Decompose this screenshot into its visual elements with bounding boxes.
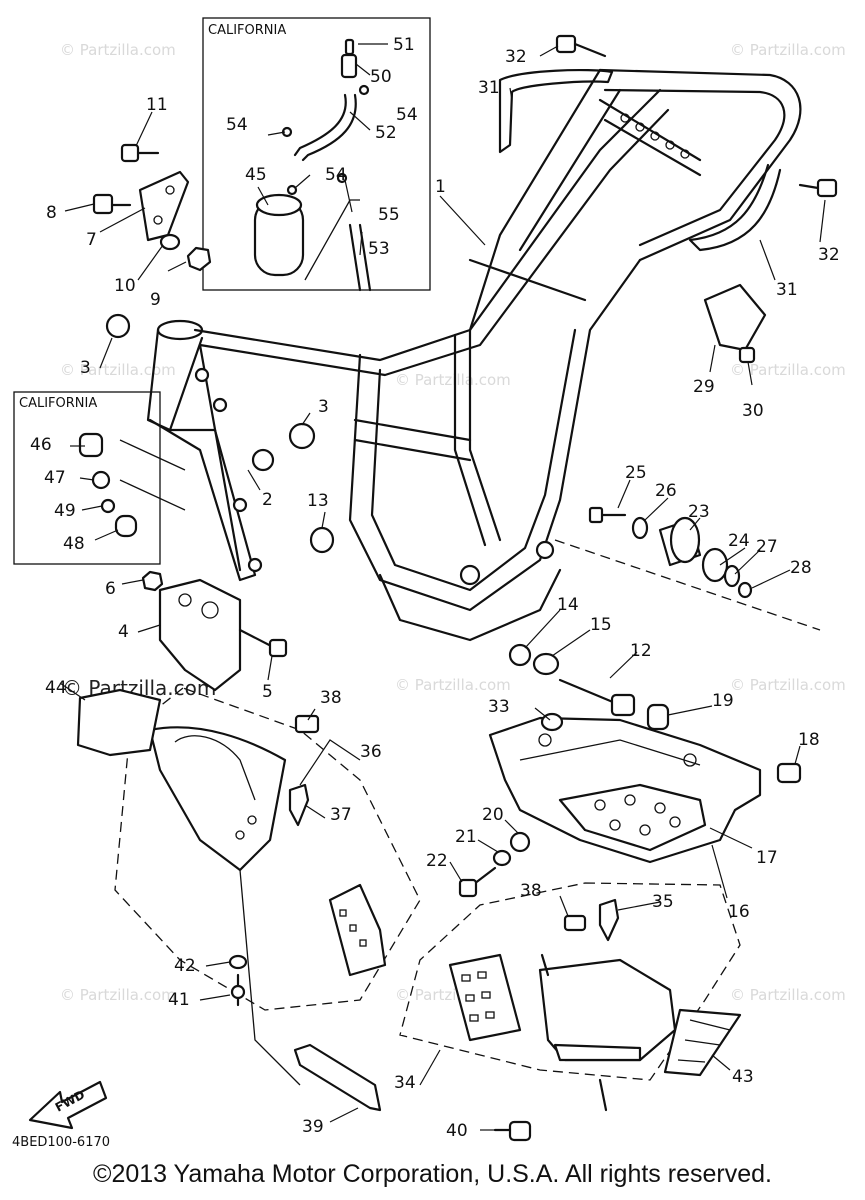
engine-bracket-parts bbox=[141, 570, 288, 692]
rear-stays bbox=[498, 34, 838, 364]
callout-23: 23 bbox=[688, 502, 710, 522]
callout-33: 33 bbox=[488, 697, 510, 717]
callout-34: 34 bbox=[394, 1073, 416, 1093]
copyright-footer: ©2013 Yamaha Motor Corporation, U.S.A. A… bbox=[93, 1160, 772, 1188]
diagram-code: 4BED100-6170 bbox=[12, 1135, 110, 1150]
callout-54: 54 bbox=[325, 165, 347, 185]
watermark-text: © Partzilla.com bbox=[60, 41, 176, 59]
callout-32: 32 bbox=[505, 47, 527, 67]
callout-32: 32 bbox=[818, 245, 840, 265]
callout-18: 18 bbox=[798, 730, 820, 750]
callout-38: 38 bbox=[520, 881, 542, 901]
callout-29: 29 bbox=[693, 377, 715, 397]
callout-48: 49 bbox=[54, 501, 76, 521]
callout-17: 17 bbox=[756, 848, 778, 868]
callout-21: 21 bbox=[455, 827, 477, 847]
callout-22: 22 bbox=[426, 851, 448, 871]
callout-9: 9 bbox=[150, 290, 161, 310]
california-box-left: CALIFORNIA bbox=[13, 391, 186, 565]
watermark-text: © Partzilla.com bbox=[730, 676, 846, 694]
forward-arrow: FWD bbox=[28, 1080, 108, 1130]
callout-51: 51 bbox=[393, 35, 415, 55]
callout-43: 43 bbox=[732, 1067, 754, 1087]
right-cover-assembly bbox=[399, 882, 742, 1142]
skid-plate bbox=[458, 703, 802, 898]
california-box-top: CALIFORNIA bbox=[202, 17, 431, 292]
callout-6: 6 bbox=[105, 579, 116, 599]
callout-31: 31 bbox=[776, 280, 798, 300]
callout-52: 52 bbox=[375, 123, 397, 143]
callout-35: 35 bbox=[652, 892, 674, 912]
callout-50: 50 bbox=[370, 67, 392, 87]
callout-27: 27 bbox=[756, 537, 778, 557]
callout-11: 11 bbox=[146, 95, 168, 115]
callout-44: 44 bbox=[45, 678, 67, 698]
callout-25: 25 bbox=[625, 463, 647, 483]
callout-37: 37 bbox=[330, 805, 352, 825]
callout-5: 5 bbox=[262, 682, 273, 702]
watermark-text: © Partzilla.com bbox=[730, 41, 846, 59]
callout-7: 7 bbox=[86, 230, 97, 250]
callout-labels: 1 2 3 3 4 5 6 7 8 9 10 11 12 13 14 15 16… bbox=[30, 35, 840, 1141]
callout-31: 31 bbox=[478, 78, 500, 98]
callout-26: 26 bbox=[655, 481, 677, 501]
callout-1: 1 bbox=[435, 177, 446, 197]
watermark-text: © Partzilla.com bbox=[60, 986, 176, 1004]
callout-46: 46 bbox=[30, 435, 52, 455]
callout-4: 4 bbox=[118, 622, 129, 642]
callout-54: 54 bbox=[396, 105, 418, 125]
callout-49: 48 bbox=[63, 534, 85, 554]
callout-36: 36 bbox=[360, 742, 382, 762]
callout-45: 45 bbox=[245, 165, 267, 185]
callout-30: 30 bbox=[742, 401, 764, 421]
callout-16: 16 bbox=[728, 902, 750, 922]
callout-24: 24 bbox=[728, 531, 750, 551]
callout-12: 12 bbox=[630, 641, 652, 661]
callout-42: 42 bbox=[174, 956, 196, 976]
callout-2: 2 bbox=[262, 490, 273, 510]
callout-8: 8 bbox=[46, 203, 57, 223]
california-box-top-title: CALIFORNIA bbox=[208, 23, 286, 38]
callout-41: 41 bbox=[168, 990, 190, 1010]
callout-28: 28 bbox=[790, 558, 812, 578]
leader-lines bbox=[59, 43, 826, 1131]
california-box-left-title: CALIFORNIA bbox=[19, 396, 97, 411]
main-frame bbox=[146, 68, 802, 642]
watermark-text: © Partzilla.com bbox=[395, 676, 511, 694]
watermark-text: © Partzilla.com bbox=[730, 986, 846, 1004]
callout-53: 53 bbox=[368, 239, 390, 259]
callout-39: 39 bbox=[302, 1117, 324, 1137]
callout-3: 3 bbox=[80, 358, 91, 378]
callout-14: 14 bbox=[557, 595, 579, 615]
callout-20: 20 bbox=[482, 805, 504, 825]
left-cover-assembly bbox=[76, 687, 421, 1112]
watermark-text: © Partzilla.com bbox=[395, 371, 511, 389]
callout-55: 55 bbox=[378, 205, 400, 225]
callout-13: 13 bbox=[307, 491, 329, 511]
pivot-parts bbox=[309, 506, 821, 717]
callout-40: 40 bbox=[446, 1121, 468, 1141]
callout-54: 54 bbox=[226, 115, 248, 135]
callout-19: 19 bbox=[712, 691, 734, 711]
callout-15: 15 bbox=[590, 615, 612, 635]
callout-3: 3 bbox=[318, 397, 329, 417]
watermark-text: © Partzilla.com bbox=[730, 361, 846, 379]
small-parts-top-left bbox=[92, 143, 316, 472]
callout-47: 47 bbox=[44, 468, 66, 488]
callout-38: 38 bbox=[320, 688, 342, 708]
watermark-text: © Partzilla.com bbox=[60, 361, 176, 379]
callout-10: 10 bbox=[114, 276, 136, 296]
